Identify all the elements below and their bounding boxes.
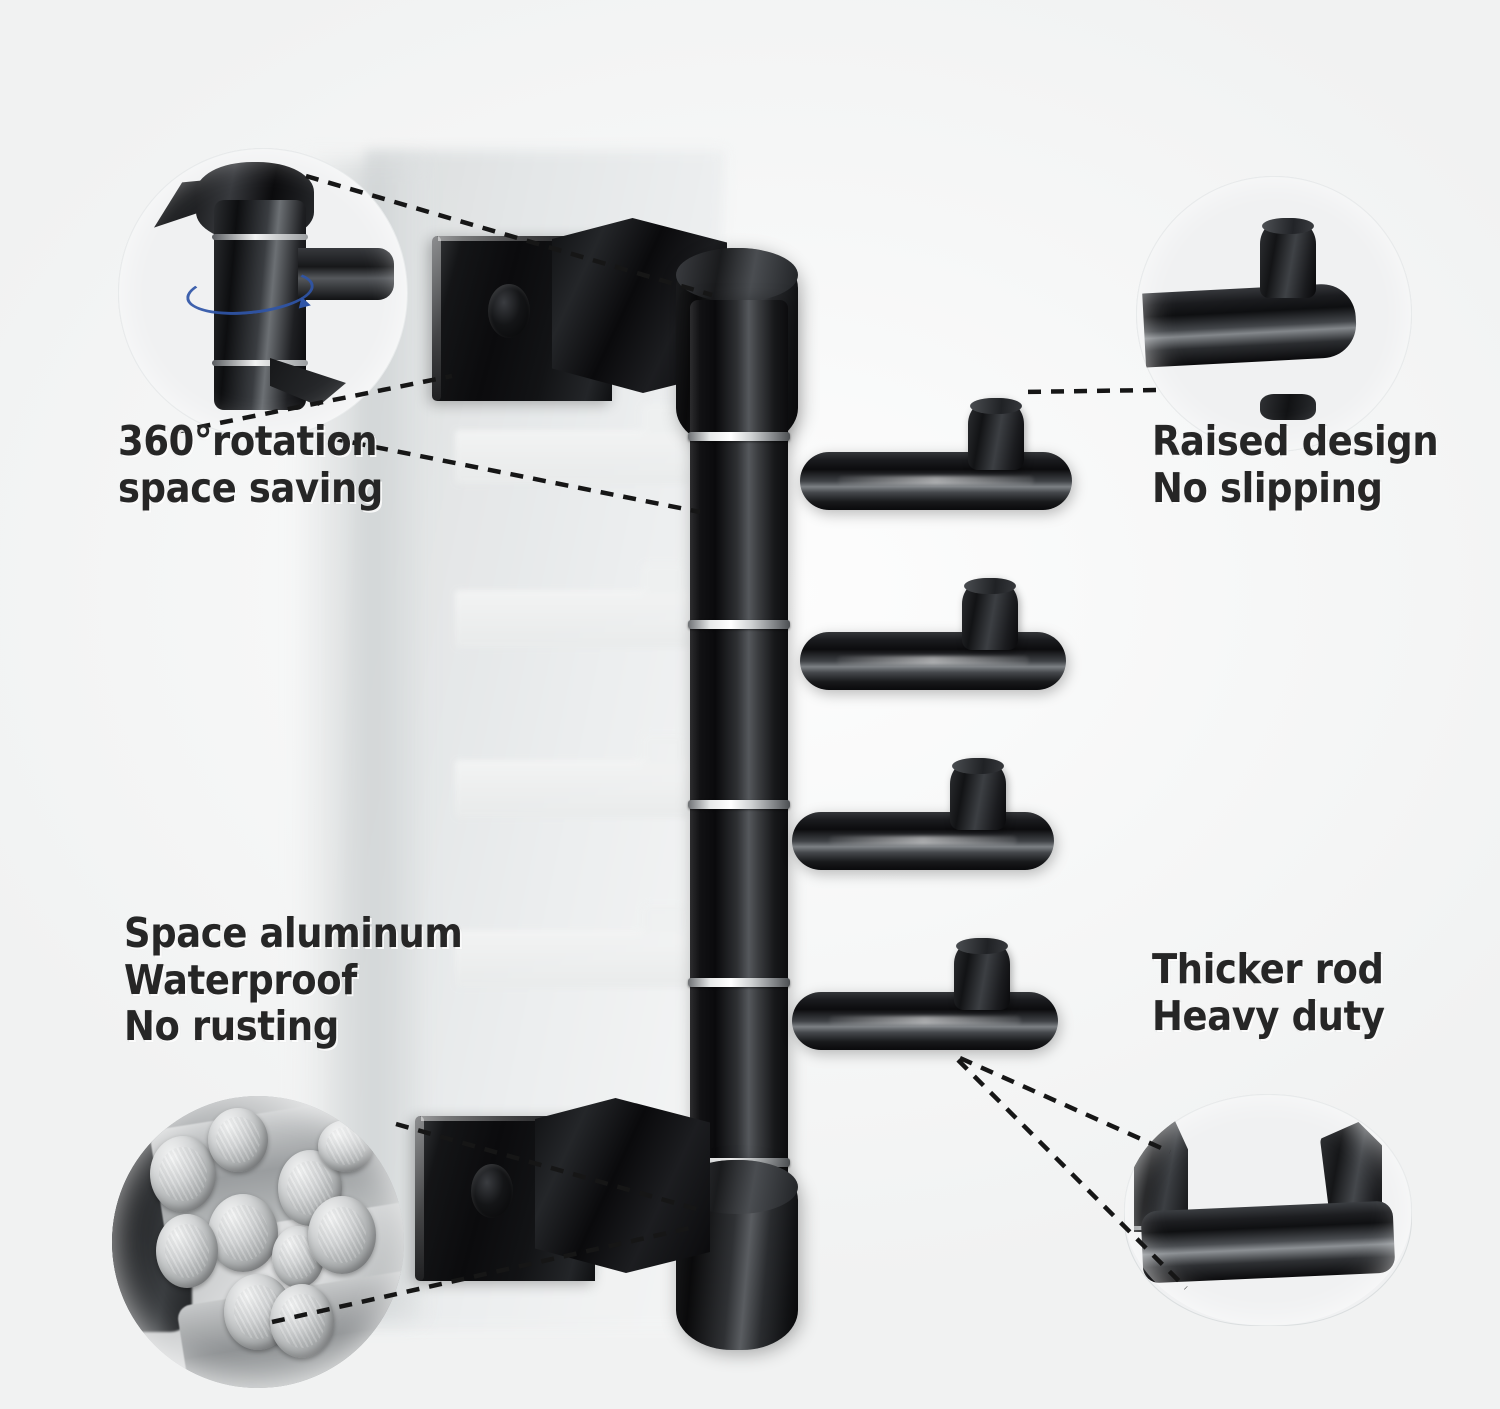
feature-line: space saving [118, 463, 383, 512]
vertical-swivel-column [690, 300, 788, 1200]
arm-bar-3 [792, 812, 1054, 870]
arm-bar-1 [800, 452, 1072, 510]
feature-label-material: Space aluminum Waterproof No rusting [124, 910, 463, 1050]
feature-line: Waterproof [124, 955, 357, 1004]
thick-rod-cross-section-closeup-icon [1124, 1094, 1412, 1326]
feature-line: Thicker rod [1152, 945, 1384, 993]
feature-line: No rusting [124, 1002, 339, 1051]
bracket-edge-highlight-top [432, 236, 441, 401]
bracket-edge-highlight-bottom [415, 1116, 424, 1281]
arm-bar-4 [792, 992, 1058, 1050]
wall-mount-bracket-top [432, 218, 727, 403]
feature-line: Heavy duty [1152, 991, 1385, 1040]
raised-nub-rod-end-closeup-icon [1136, 176, 1412, 452]
feature-line: Raised design [1152, 417, 1439, 465]
chrome-swivel-ring-3 [688, 800, 790, 809]
anti-slip-raised-stopper-2 [962, 578, 1018, 650]
bracket-neck-bottom [535, 1098, 710, 1273]
chrome-swivel-ring-1 [688, 432, 790, 441]
arm-bar-2 [800, 632, 1066, 690]
rotating-hook-arm-1 [800, 398, 1072, 510]
knuckle-cap-top [676, 248, 798, 302]
mounting-screw-hole-bottom [471, 1164, 513, 1218]
chrome-swivel-ring-4 [688, 978, 790, 987]
rotation-arrowhead-icon [298, 296, 313, 312]
feature-label-thickness: Thicker rod Heavy duty [1152, 946, 1385, 1039]
aluminum-rod-bundle-closeup-icon [112, 1096, 404, 1388]
rotating-hook-arm-4 [792, 938, 1058, 1050]
callout-circle-raised-design [1136, 176, 1412, 452]
mounting-screw-hole-top [488, 284, 530, 338]
anti-slip-raised-stopper-3 [950, 758, 1006, 830]
callout-circle-aluminum [112, 1096, 404, 1388]
callout-circle-rotation [118, 148, 408, 438]
feature-line: No slipping [1152, 463, 1383, 512]
feature-label-rotation: 360°rotation space saving [118, 418, 383, 511]
callout-circle-thicker-rod [1124, 1094, 1412, 1326]
anti-slip-raised-stopper-1 [968, 398, 1024, 470]
arm-shadow-3 [455, 904, 690, 988]
anti-slip-raised-stopper-4 [954, 938, 1010, 1010]
chrome-swivel-ring-2 [688, 620, 790, 629]
bracket-bottom-highlight [421, 1116, 581, 1121]
wall-mount-bracket-bottom [415, 1098, 710, 1283]
feature-line: Space aluminum [124, 909, 463, 957]
feature-label-raised-design: Raised design No slipping [1152, 417, 1439, 512]
feature-line: 360°rotation [118, 417, 378, 465]
swivel-joint-closeup-icon [118, 148, 408, 438]
rotating-hook-arm-3 [792, 758, 1054, 870]
rotating-hook-arm-2 [800, 578, 1066, 690]
arm-shadow-1 [455, 564, 690, 648]
arm-shadow-2 [455, 734, 690, 818]
